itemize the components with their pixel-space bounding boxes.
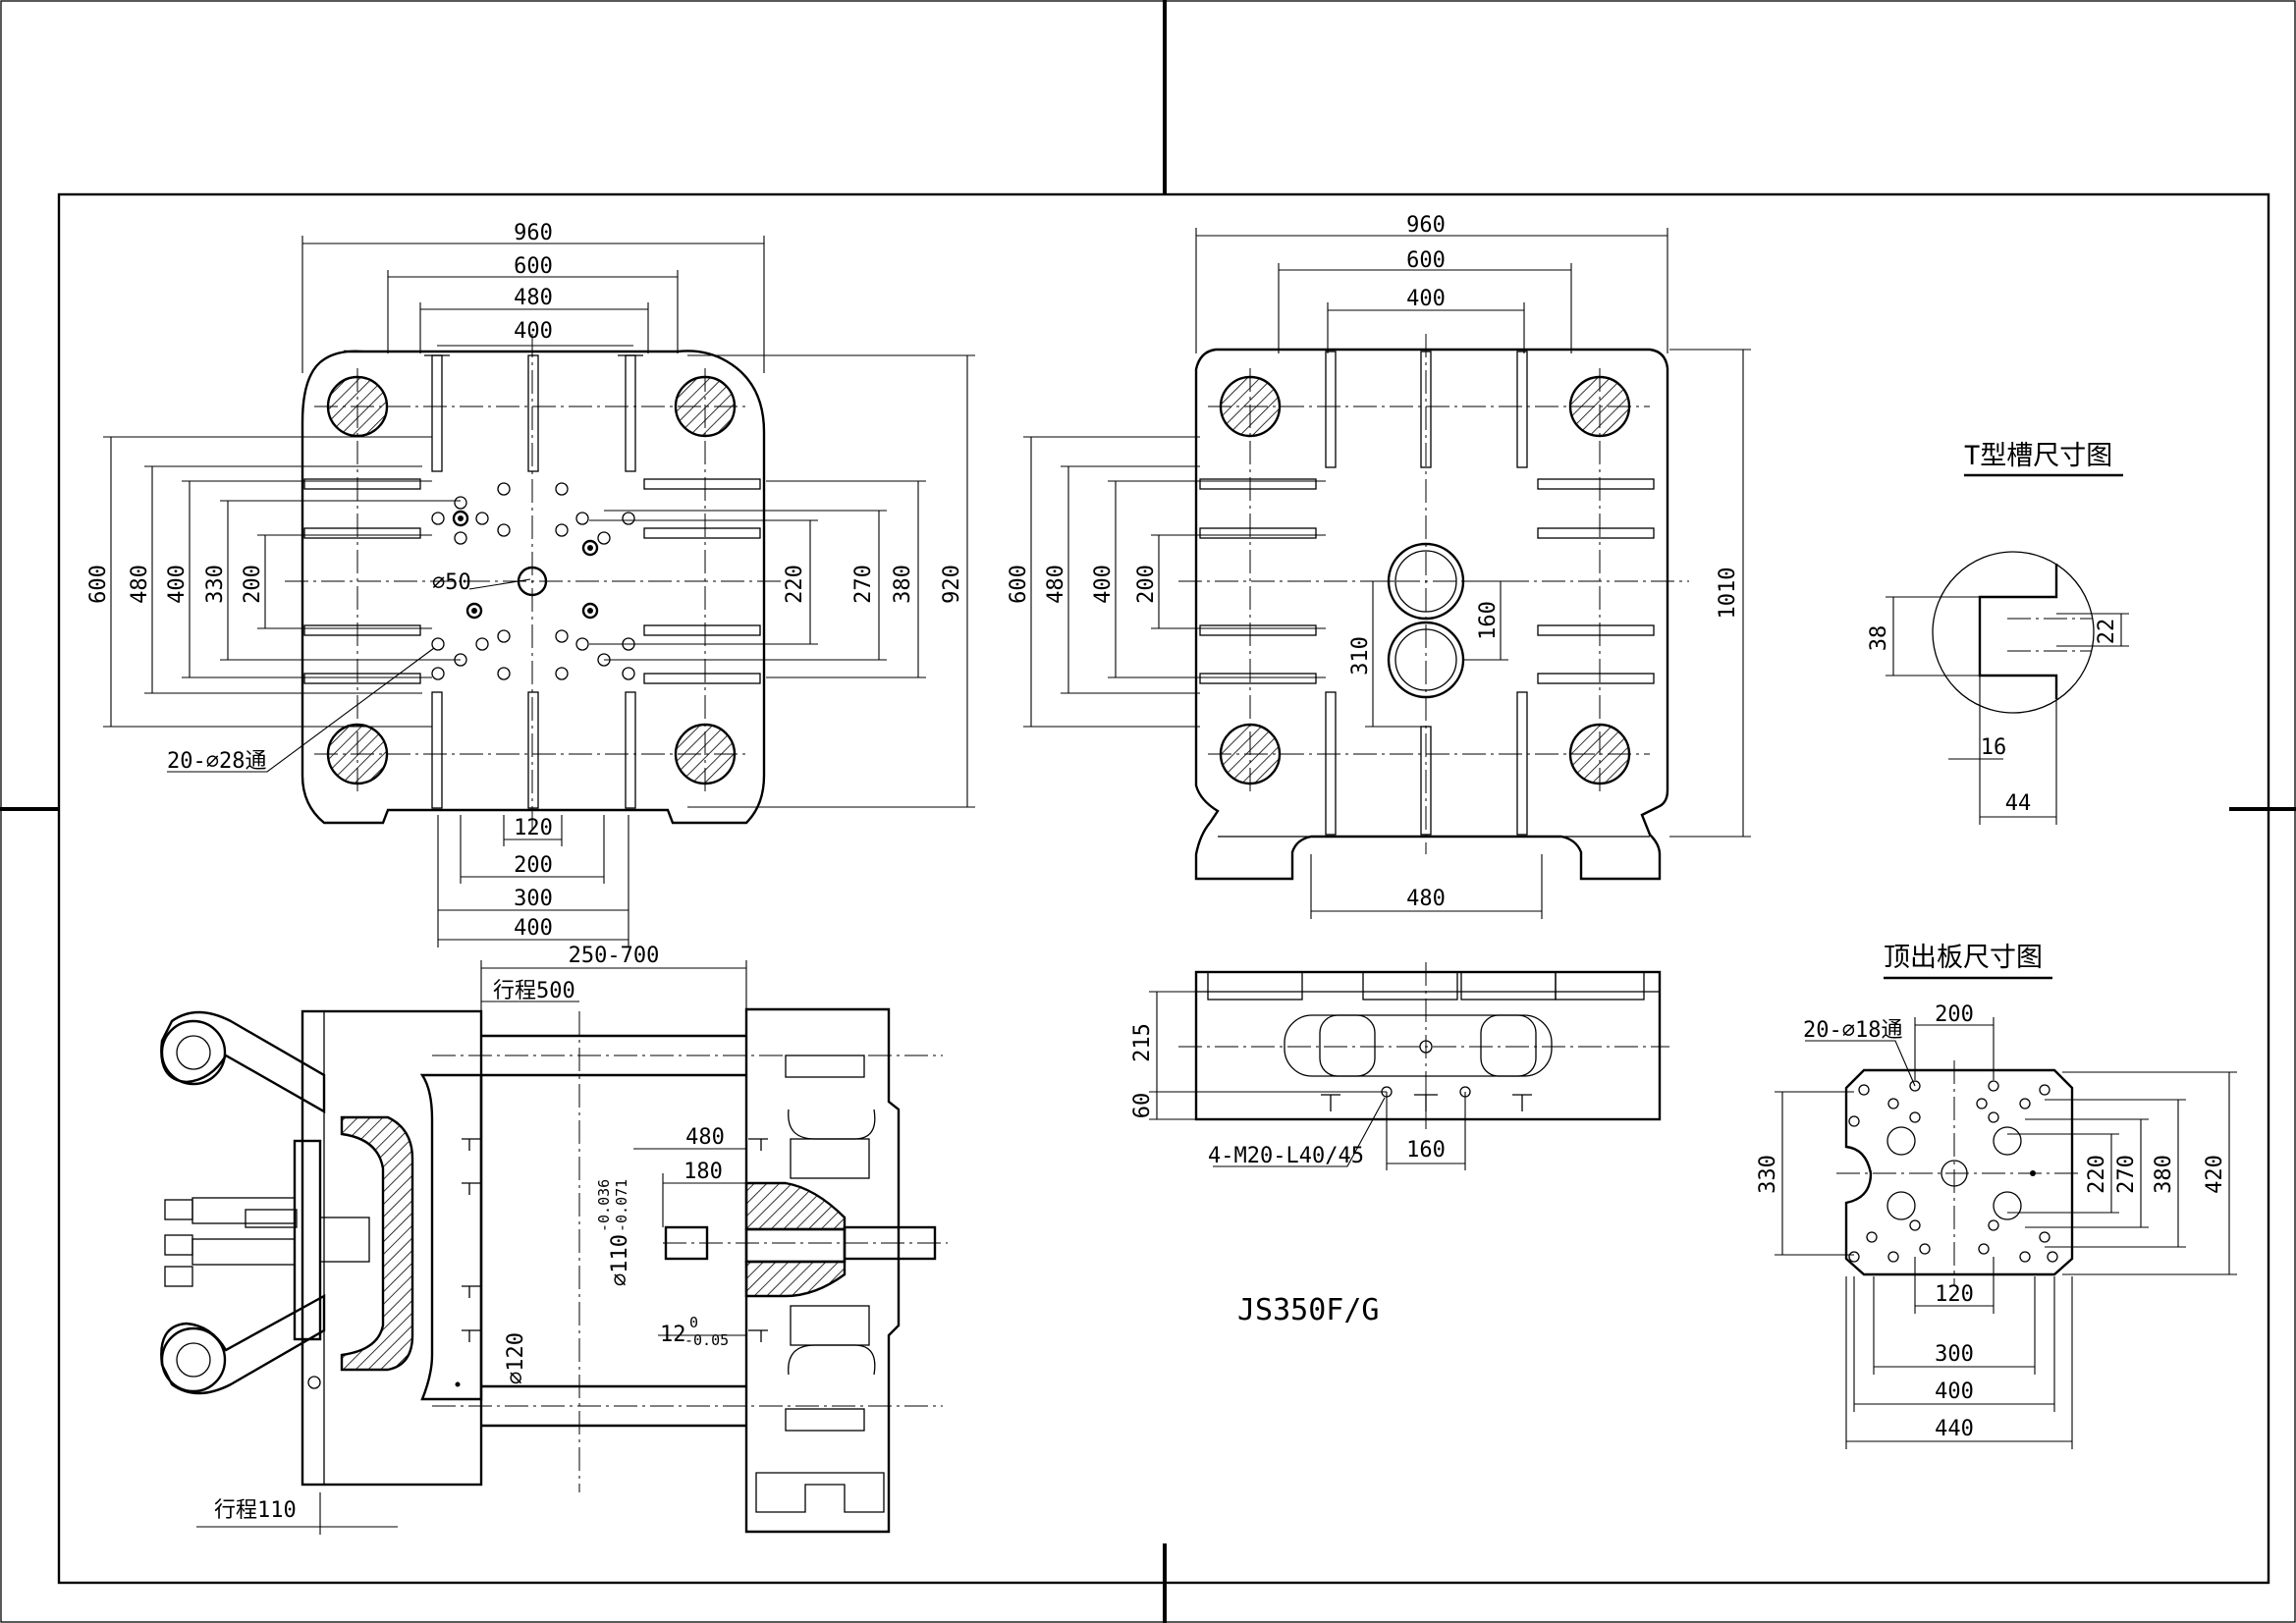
model-name: JS350F/G xyxy=(1237,1293,1380,1327)
rod-tolerance-upper: -0.036 xyxy=(595,1179,613,1232)
t-slot-title: T型槽尺寸图 xyxy=(1964,441,2112,471)
ejector-dim-300: 300 xyxy=(1935,1342,1974,1367)
mp-dim-310-label: 310 xyxy=(1348,636,1373,676)
mp-dim-600-label: 600 xyxy=(1406,248,1446,273)
ejector-dim-270: 270 xyxy=(2114,1155,2139,1194)
mp-dim-600-v-label: 600 xyxy=(1007,565,1031,604)
t-slot-dim-16: 16 xyxy=(1981,735,2007,760)
dim-480-side-label: 480 xyxy=(685,1125,725,1150)
dim-300-label: 300 xyxy=(514,887,553,911)
ejector-holes-label: 20-⌀18通 xyxy=(1803,1018,1902,1043)
dim-215-label: 215 xyxy=(1130,1023,1155,1062)
ejector-stroke-label: 行程110 xyxy=(214,1498,297,1523)
t-slot-detail: T型槽尺寸图 38 22 16 44 xyxy=(1867,441,2129,825)
dim-600-v-label: 600 xyxy=(86,565,111,604)
dim-600-label: 600 xyxy=(514,254,553,279)
key-width-label: 12 xyxy=(660,1323,686,1347)
mp-dim-400-label: 400 xyxy=(1406,287,1446,311)
ejector-plate-title: 顶出板尺寸图 xyxy=(1884,943,2043,973)
dim-270-v-label: 270 xyxy=(851,565,876,604)
dim-480-v-label: 480 xyxy=(128,565,152,604)
fixed-platen-view: 960 600 480 400 600 480 400 330 200 xyxy=(86,221,975,947)
dim-400-label: 400 xyxy=(514,916,553,941)
mounting-holes xyxy=(431,482,635,680)
t-slot-dim-38: 38 xyxy=(1867,625,1891,652)
rod-tolerance-lower: -0.071 xyxy=(613,1179,630,1232)
mp-dim-1010-label: 1010 xyxy=(1716,568,1740,620)
ejector-dim-440: 440 xyxy=(1935,1417,1974,1441)
ejector-dim-380: 380 xyxy=(2152,1155,2176,1194)
mp-dim-960-label: 960 xyxy=(1406,213,1446,238)
dim-330-v-label: 330 xyxy=(203,565,228,604)
mold-height-range-label: 250-700 xyxy=(569,944,660,968)
fixed-platen-holes-label: 20-⌀28通 xyxy=(167,749,266,774)
mp-dim-160-label: 160 xyxy=(1476,601,1501,640)
ejector-dim-420: 420 xyxy=(2203,1155,2227,1194)
dim-160-rear-label: 160 xyxy=(1406,1138,1446,1163)
moving-platen-view: 960 600 400 600 480 400 200 xyxy=(1007,213,1751,919)
ejector-dim-220: 220 xyxy=(2085,1155,2109,1194)
threaded-holes xyxy=(452,510,599,620)
mp-dim-480-v-label: 480 xyxy=(1044,565,1068,604)
dim-200-v-label: 200 xyxy=(241,565,265,604)
platen-top-view: 215 60 160 4-M20-L40/45 xyxy=(1130,962,1669,1170)
tie-bar-holes xyxy=(326,375,737,785)
t-slot-dim-22: 22 xyxy=(2095,619,2119,645)
rod-diameter-label: ⌀110 xyxy=(608,1234,632,1286)
dim-60-label: 60 xyxy=(1130,1093,1155,1119)
ejector-dim-200: 200 xyxy=(1935,1002,1974,1027)
dim-200-label: 200 xyxy=(514,853,553,878)
dim-380-v-label: 380 xyxy=(891,565,915,604)
dim-180-side-label: 180 xyxy=(683,1160,723,1184)
dim-400-label: 400 xyxy=(514,319,553,344)
dim-400-v-label: 400 xyxy=(165,565,190,604)
mp-dim-200-v-label: 200 xyxy=(1134,565,1159,604)
clamp-stroke-label: 行程500 xyxy=(493,979,575,1003)
moving-tie-bar-holes xyxy=(1219,375,1631,785)
ejector-dim-400: 400 xyxy=(1935,1380,1974,1404)
ejector-plate-detail: 顶出板尺寸图 20-⌀18通 200 330 xyxy=(1756,943,2237,1449)
side-view: 250-700 行程500 xyxy=(160,944,948,1535)
t-slots-horizontal xyxy=(303,478,761,684)
dim-220-v-label: 220 xyxy=(783,565,807,604)
dim-120-label: 120 xyxy=(514,816,553,840)
ejector-dim-330: 330 xyxy=(1756,1155,1780,1194)
ejector-dim-120: 120 xyxy=(1935,1282,1974,1307)
dim-920-v-label: 920 xyxy=(940,565,964,604)
dim-960-label: 960 xyxy=(514,221,553,245)
dim-480-label: 480 xyxy=(514,286,553,310)
mp-dim-480-label: 480 xyxy=(1406,887,1446,911)
mp-dim-400-v-label: 400 xyxy=(1091,565,1116,604)
t-slots-vertical xyxy=(424,354,643,809)
tie-bar-diameter-label: ⌀120 xyxy=(504,1332,528,1384)
key-tolerance-upper: 0 xyxy=(689,1314,698,1331)
t-slot-dim-44: 44 xyxy=(2005,791,2032,816)
thread-holes-label: 4-M20-L40/45 xyxy=(1208,1144,1364,1168)
nozzle-diameter-label: ⌀50 xyxy=(432,570,471,595)
key-tolerance-lower: -0.05 xyxy=(684,1331,729,1349)
